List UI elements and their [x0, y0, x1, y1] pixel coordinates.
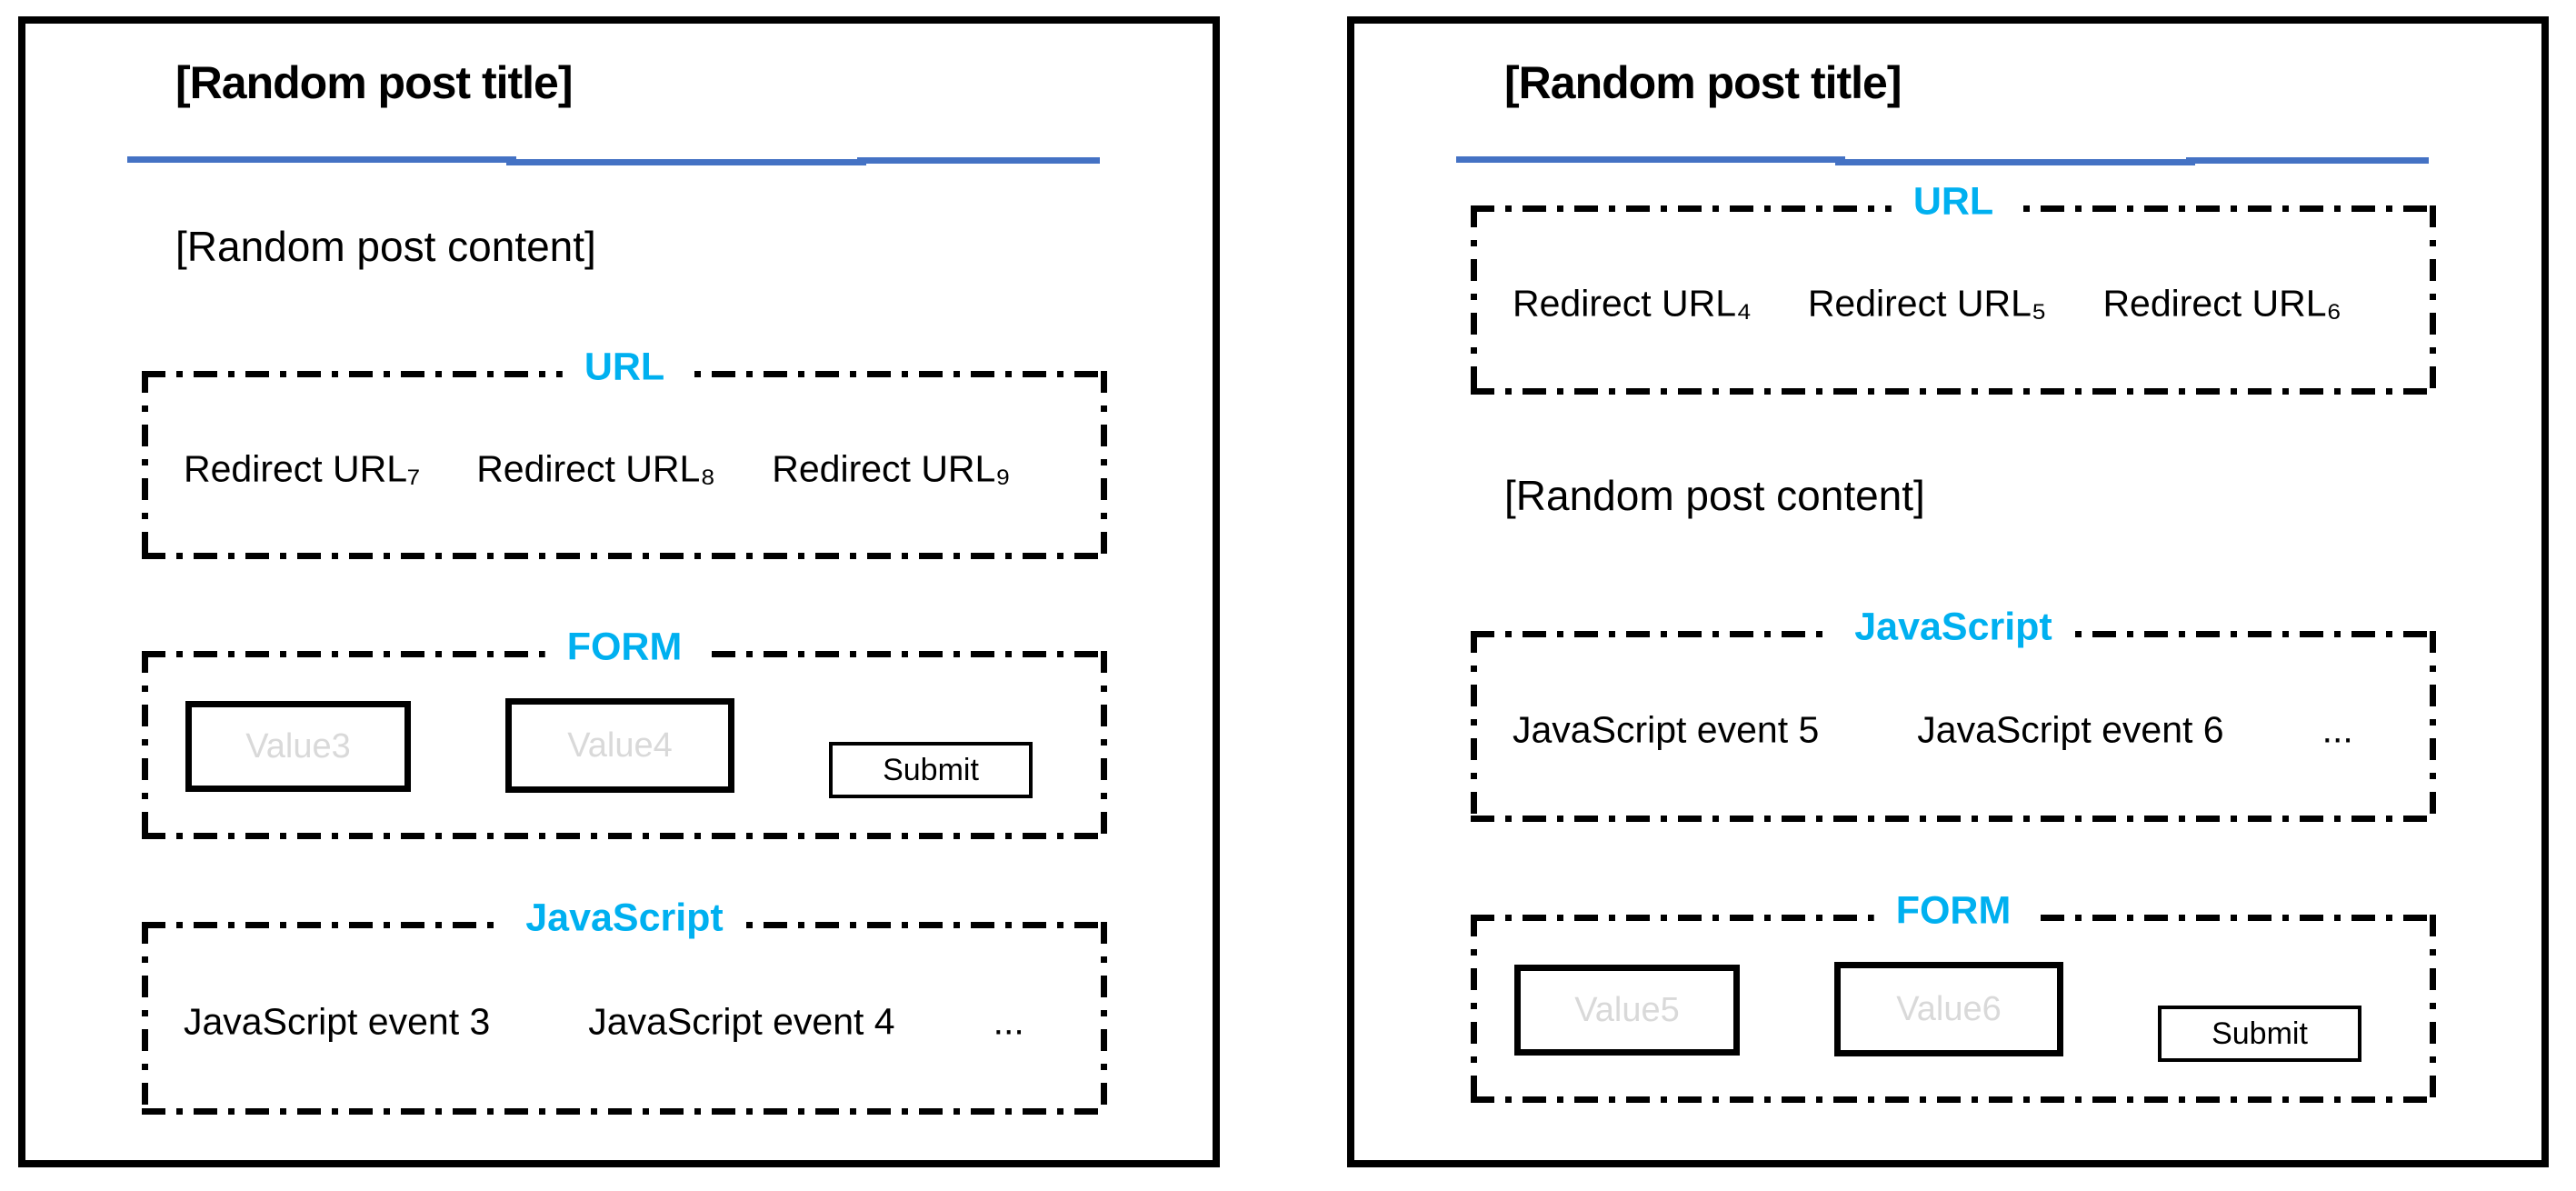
form-section-label: FORM: [1873, 888, 2033, 934]
form-value-input[interactable]: [505, 698, 734, 793]
post-content: [Random post content]: [175, 223, 596, 270]
dash-dot-border-bottom: [142, 1108, 1107, 1115]
submit-button[interactable]: Submit: [2158, 1006, 2361, 1062]
url-section-box: URL Redirect URL₄ Redirect URL₅ Redirect…: [1471, 179, 2436, 395]
dash-dot-border-right: [2430, 205, 2436, 395]
javascript-event-list: JavaScript event 5 JavaScript event 6 ..…: [1513, 709, 2409, 752]
dash-dot-border-left: [1471, 915, 1477, 1103]
redirect-url-link[interactable]: Redirect URL₅: [1807, 282, 2047, 325]
form-value-input[interactable]: [185, 701, 411, 792]
javascript-section-box: JavaScript JavaScript event 5 JavaScript…: [1471, 605, 2436, 822]
redirect-url-list: Redirect URL₄ Redirect URL₅ Redirect URL…: [1513, 283, 2409, 325]
dash-dot-border-left: [1471, 631, 1477, 822]
javascript-event-list: JavaScript event 3 JavaScript event 4 ..…: [184, 1001, 1080, 1044]
ellipsis-more-events: ...: [2321, 708, 2353, 751]
dash-dot-border-right: [2430, 631, 2436, 822]
underline-segment: [127, 156, 516, 163]
underline-segment: [856, 157, 1100, 164]
javascript-event[interactable]: JavaScript event 3: [184, 1000, 491, 1043]
form-value-input[interactable]: [1834, 962, 2063, 1056]
dash-dot-border-bottom: [142, 553, 1107, 559]
dash-dot-border-left: [142, 922, 148, 1115]
title-underline: [127, 156, 1100, 167]
redirect-url-link[interactable]: Redirect URL₆: [2102, 282, 2342, 325]
underline-segment: [2185, 157, 2429, 164]
underline-segment: [506, 159, 867, 165]
form-section-box: FORM Submit: [1471, 888, 2436, 1103]
form-section-box: FORM Submit: [142, 625, 1107, 839]
redirect-url-link[interactable]: Redirect URL₇: [184, 447, 421, 490]
javascript-event[interactable]: JavaScript event 5: [1513, 708, 1820, 751]
dash-dot-border-right: [2430, 915, 2436, 1103]
javascript-section-label: JavaScript: [1832, 605, 2074, 650]
url-section-label: URL: [562, 345, 687, 390]
post-mockup-panel-left: [Random post title] [Random post content…: [18, 16, 1220, 1167]
javascript-event[interactable]: JavaScript event 4: [588, 1000, 895, 1043]
dash-dot-border-bottom: [142, 833, 1107, 839]
dash-dot-border-bottom: [1471, 388, 2436, 395]
post-mockup-panel-right: [Random post title] URL Redirect URL₄ Re…: [1347, 16, 2549, 1167]
dash-dot-border-left: [142, 371, 148, 559]
dash-dot-border-bottom: [1471, 816, 2436, 822]
url-section-label: URL: [1891, 179, 2016, 225]
post-title: [Random post title]: [175, 57, 574, 108]
post-title: [Random post title]: [1504, 57, 1902, 108]
post-content: [Random post content]: [1504, 472, 1925, 519]
javascript-section-box: JavaScript JavaScript event 3 JavaScript…: [142, 896, 1107, 1115]
redirect-url-link[interactable]: Redirect URL₉: [772, 447, 1011, 490]
dash-dot-border-bottom: [1471, 1096, 2436, 1103]
underline-segment: [1835, 159, 2196, 165]
redirect-url-link[interactable]: Redirect URL₄: [1513, 282, 1752, 325]
underline-segment: [1456, 156, 1845, 163]
dash-dot-border-left: [1471, 205, 1477, 395]
javascript-event[interactable]: JavaScript event 6: [1917, 708, 2224, 751]
url-section-box: URL Redirect URL₇ Redirect URL₈ Redirect…: [142, 345, 1107, 559]
dash-dot-border-right: [1101, 371, 1107, 559]
dash-dot-border-left: [142, 651, 148, 839]
title-underline: [1456, 156, 2429, 167]
ellipsis-more-events: ...: [993, 1000, 1024, 1043]
submit-button[interactable]: Submit: [829, 742, 1033, 798]
dash-dot-border-right: [1101, 922, 1107, 1115]
form-value-input[interactable]: [1514, 965, 1740, 1056]
javascript-section-label: JavaScript: [504, 896, 745, 941]
form-section-label: FORM: [544, 625, 704, 670]
dash-dot-border-right: [1101, 651, 1107, 839]
redirect-url-link[interactable]: Redirect URL₈: [476, 447, 716, 490]
redirect-url-list: Redirect URL₇ Redirect URL₈ Redirect URL…: [184, 447, 1080, 490]
